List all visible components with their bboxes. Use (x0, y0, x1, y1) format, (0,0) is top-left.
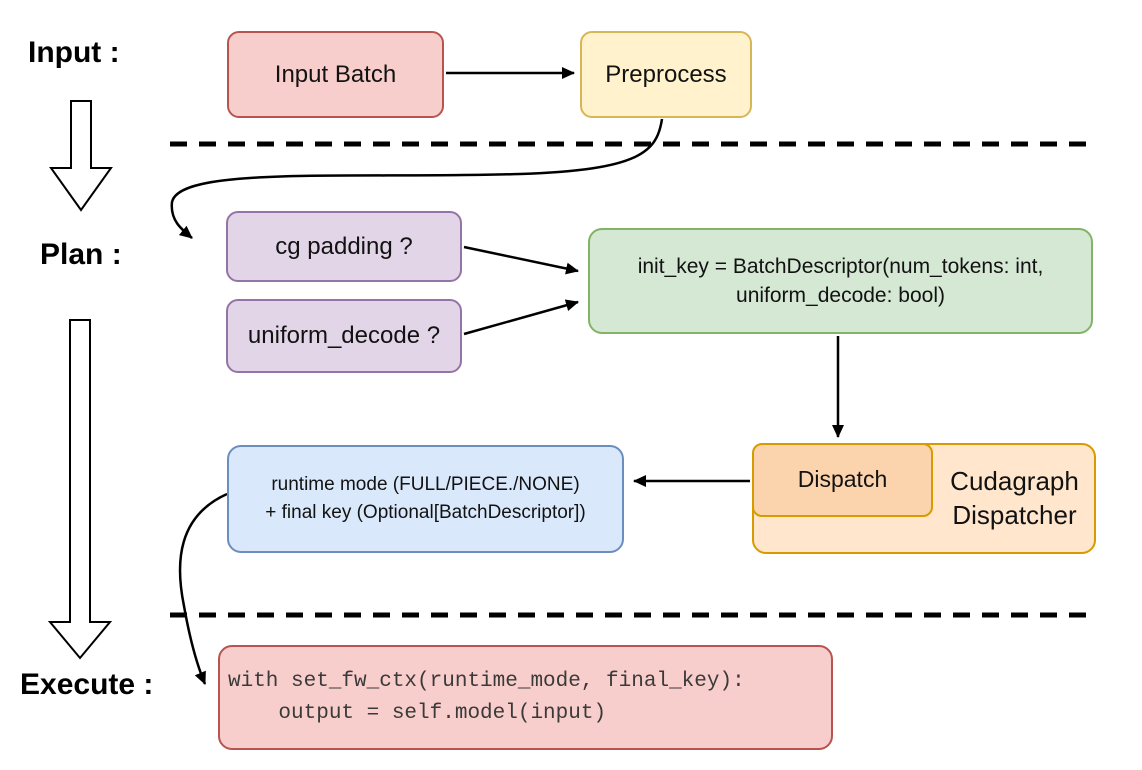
node-dispatch-label: Dispatch (797, 466, 888, 493)
node-execute-code-line1: with set_fw_ctx(runtime_mode, final_key)… (228, 670, 745, 693)
stage-arrow-input-to-plan (49, 100, 113, 212)
node-init-key-line2: uniform_decode: bool) (736, 284, 945, 307)
node-cudagraph-dispatcher-line2: Dispatcher (952, 499, 1077, 530)
node-runtime-mode-line2: + final key (Optional[BatchDescriptor]) (265, 502, 586, 523)
node-dispatch: Dispatch (752, 443, 933, 517)
stage-arrow-plan-to-execute (47, 319, 113, 660)
stage-label-plan: Plan : (40, 238, 122, 271)
node-cudagraph-dispatcher-label: Cudagraph Dispatcher (935, 445, 1094, 552)
node-runtime-mode: runtime mode (FULL/PIECE./NONE) + final … (227, 445, 624, 553)
node-uniform-decode: uniform_decode ? (226, 299, 462, 373)
node-execute-code: with set_fw_ctx(runtime_mode, final_key)… (218, 645, 833, 750)
node-cg-padding: cg padding ? (226, 211, 462, 282)
node-uniform-decode-label: uniform_decode ? (247, 322, 441, 350)
node-cudagraph-dispatcher-line1: Cudagraph (950, 465, 1079, 496)
arrow-uniform-decode-to-init-key (463, 299, 579, 336)
curve-preprocess-to-cg-padding (170, 118, 664, 239)
arrow-cg-padding-to-init-key (463, 245, 579, 275)
node-runtime-mode-line1: runtime mode (FULL/PIECE./NONE) (271, 474, 580, 496)
node-input-batch-label: Input Batch (274, 60, 397, 88)
curve-runtime-mode-to-execute (178, 492, 228, 685)
node-cg-padding-label: cg padding ? (275, 232, 413, 260)
stage-label-input: Input : (28, 36, 120, 69)
node-input-batch: Input Batch (227, 31, 444, 118)
node-preprocess: Preprocess (580, 31, 752, 118)
stage-label-execute: Execute : (20, 668, 154, 701)
node-preprocess-label: Preprocess (605, 60, 727, 88)
node-execute-code-line2: output = self.model(input) (228, 701, 607, 725)
node-init-key-line1: init_key = BatchDescriptor(num_tokens: i… (637, 254, 1044, 278)
node-init-key: init_key = BatchDescriptor(num_tokens: i… (588, 228, 1093, 334)
